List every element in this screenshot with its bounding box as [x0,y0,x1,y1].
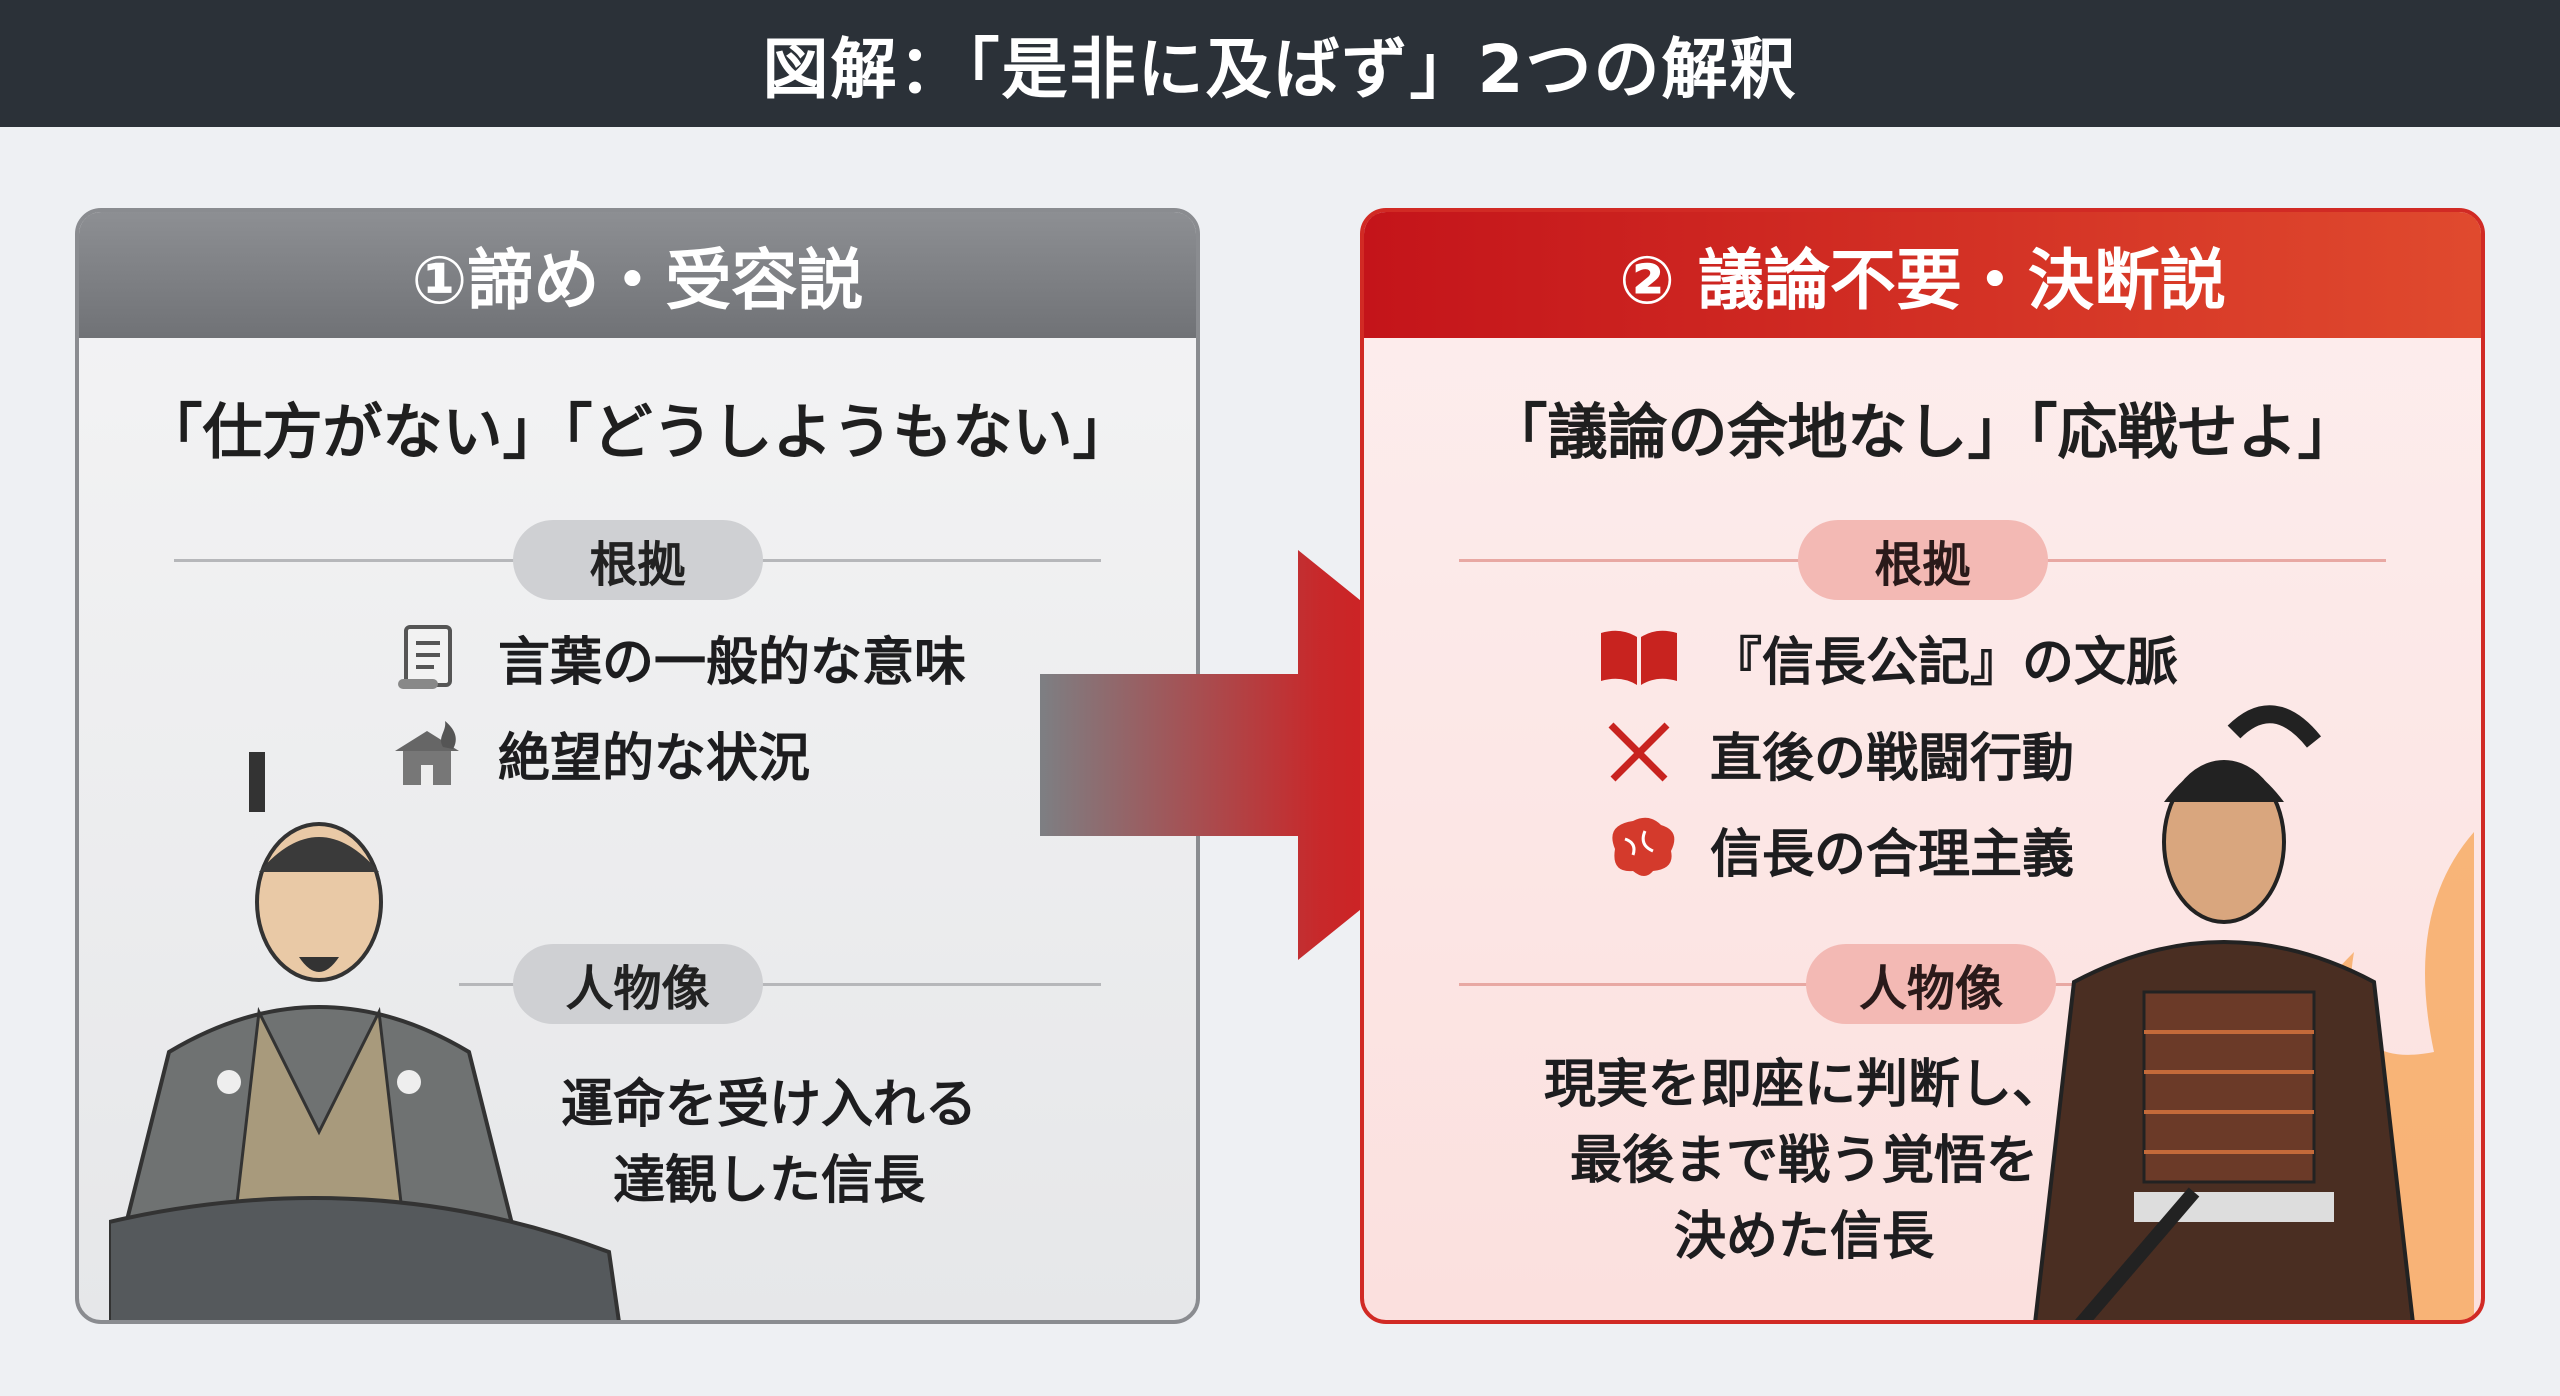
armored-samurai-illustration [2033,705,2474,1320]
basis-item: 言葉の一般的な意味 [384,617,966,697]
basis-item: 『信長公記』の文脈 [1596,617,2178,697]
panel-quote: 「議論の余地なし」「応戦せよ」 [1487,398,2358,468]
divider [1459,983,2101,986]
basis-label: 根拠 [512,520,763,600]
resignation-theory-panel: ①諦め・受容説 「仕方がない」「どうしようもない」 根拠 言葉の一般的な意味 絶… [75,208,1200,1324]
page-title: 図解：「是非に及ばず」2つの解釈 [762,30,1798,108]
brain-icon [1596,813,1682,885]
panel-header: ①諦め・受容説 [79,212,1196,338]
basis-text: 信長の合理主義 [1710,824,2075,885]
basis-text: 『信長公記』の文脈 [1710,632,2179,693]
burning-castle-icon [384,717,470,789]
persona-line: 運命を受け入れる [560,1075,977,1135]
scroll-icon [384,621,470,693]
persona-line: 決めた信長 [1673,1207,1934,1267]
basis-label: 根拠 [1797,520,2048,600]
basis-text: 直後の戦闘行動 [1710,728,2075,789]
basis-text: 言葉の一般的な意味 [498,632,967,693]
basis-item: 絶望的な状況 [384,713,810,793]
persona-line: 現実を即座に判断し、 [1543,1055,2064,1115]
persona-description: 現実を即座に判断し、 最後まで戦う覚悟を 決めた信長 [1534,1047,2074,1275]
seated-samurai-illustration [109,752,621,1320]
divider [459,983,1101,986]
title-bar: 図解：「是非に及ばず」2つの解釈 [0,0,2560,127]
panel-header: ② 議論不要・決断説 [1364,212,2481,338]
crossed-swords-icon [1596,717,1682,789]
basis-text: 絶望的な状況 [498,728,811,789]
book-icon [1596,621,1682,693]
persona-line: 最後まで戦う覚悟を [1569,1131,2038,1191]
persona-label: 人物像 [1806,944,2056,1024]
persona-line: 達観した信長 [612,1151,925,1211]
basis-item: 直後の戦闘行動 [1596,713,2074,793]
persona-label: 人物像 [512,944,763,1024]
decision-theory-panel: ② 議論不要・決断説 「議論の余地なし」「応戦せよ」 根拠 『信長公記』の文脈 … [1360,208,2485,1324]
basis-item: 信長の合理主義 [1596,809,2074,889]
persona-description: 運命を受け入れる 達観した信長 [519,1067,1019,1219]
panel-quote: 「仕方がない」「どうしようもない」 [142,398,1133,468]
